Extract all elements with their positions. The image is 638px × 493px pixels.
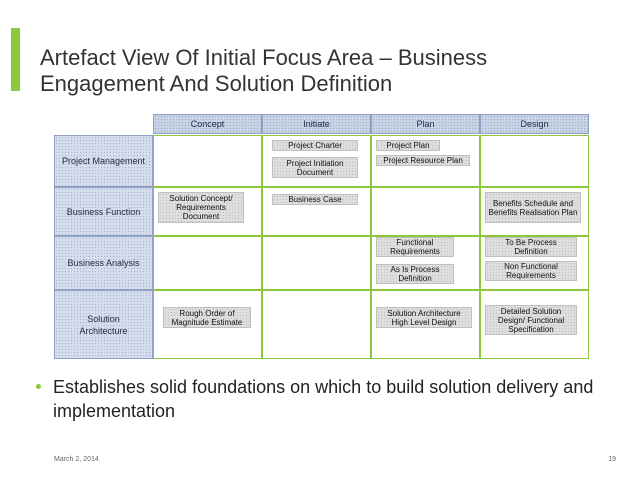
slide-title: Artefact View Of Initial Focus Area – Bu… — [40, 45, 488, 96]
artefact-label: Project Initiation Document — [286, 158, 344, 177]
artefact-label: Project Plan — [386, 141, 430, 150]
artefact-functional-requirements: Functional Requirements — [376, 237, 454, 257]
cell-sa-initiate — [262, 290, 371, 359]
row-label-business-analysis: Business Analysis — [54, 236, 153, 290]
cell-ba-concept — [153, 236, 262, 290]
artefact-detailed-solution-design: Detailed Solution Design/ Functional Spe… — [485, 305, 577, 335]
column-header-concept: Concept — [153, 114, 262, 134]
bullet-icon — [36, 384, 41, 389]
artefact-to-be-process: To Be Process Definition — [485, 237, 577, 257]
artefact-project-initiation-document: Project Initiation Document — [272, 157, 358, 178]
artefact-label: Solution Architecture High Level Design — [387, 308, 461, 327]
cell-pm-design — [480, 135, 589, 187]
artefact-label: Non Functional Requirements — [504, 262, 558, 280]
artefact-project-plan: Project Plan — [376, 140, 440, 151]
cell-ba-initiate — [262, 236, 371, 290]
column-header-design: Design — [480, 114, 589, 134]
row-label-text: Project Management — [61, 156, 146, 166]
artefact-label: Detailed Solution Design/ Functional Spe… — [497, 306, 565, 334]
cell-pm-concept — [153, 135, 262, 187]
artefact-as-is-process: As Is Process Definition — [376, 264, 454, 284]
artefact-project-charter: Project Charter — [272, 140, 358, 151]
row-label-solution-architecture: Solution Architecture — [54, 290, 153, 359]
artefact-solution-architecture-hld: Solution Architecture High Level Design — [376, 307, 472, 328]
artefact-label: Rough Order of Magnitude Estimate — [171, 308, 243, 327]
column-header-initiate: Initiate — [262, 114, 371, 134]
artefact-business-case: Business Case — [272, 194, 358, 205]
artefact-label: Business Case — [288, 195, 342, 204]
artefact-rough-order-estimate: Rough Order of Magnitude Estimate — [163, 307, 251, 328]
artefact-benefits-schedule: Benefits Schedule and Benefits Realisati… — [485, 192, 581, 223]
row-label-text: Business Function — [66, 206, 141, 217]
cell-bf-plan — [371, 187, 480, 236]
artefact-label: Functional Requirements — [390, 238, 440, 256]
row-label-text: Solution Architecture — [79, 313, 128, 336]
artefact-label: Solution Concept/ Requirements Document — [169, 194, 233, 221]
artefact-grid: Concept Initiate Plan Design Project Man… — [54, 114, 622, 359]
accent-bar — [11, 28, 20, 91]
artefact-non-functional-requirements: Non Functional Requirements — [485, 261, 577, 281]
column-header-plan: Plan — [371, 114, 480, 134]
bullet-text: Establishes solid foundations on which t… — [53, 377, 594, 421]
page-number: 19 — [608, 456, 616, 463]
artefact-solution-concept: Solution Concept/ Requirements Document — [158, 192, 244, 223]
artefact-label: To Be Process Definition — [505, 238, 557, 256]
bullet-point: Establishes solid foundations on which t… — [36, 375, 616, 423]
row-label-project-management: Project Management — [54, 135, 153, 187]
artefact-label: As Is Process Definition — [390, 265, 440, 283]
footer-date: March 2, 2014 — [54, 456, 99, 463]
row-label-text: Business Analysis — [67, 258, 140, 268]
artefact-label: Project Resource Plan — [383, 156, 463, 165]
artefact-label: Project Charter — [288, 141, 342, 150]
row-label-business-function: Business Function — [54, 187, 153, 236]
artefact-label: Benefits Schedule and Benefits Realisati… — [488, 198, 578, 217]
artefact-project-resource-plan: Project Resource Plan — [376, 155, 470, 166]
